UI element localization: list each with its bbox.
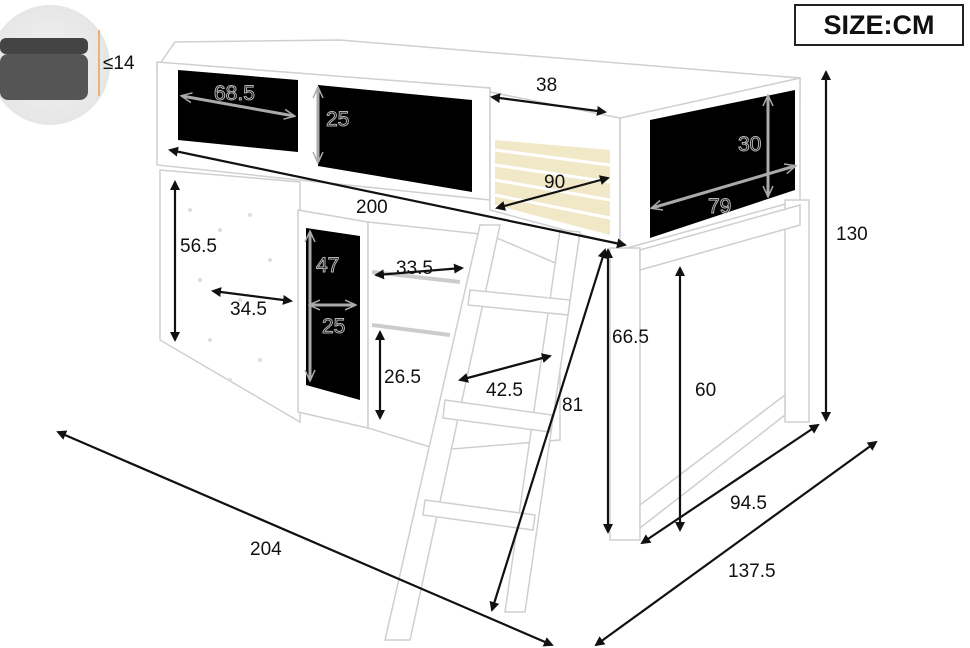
dim-shelf-height: 26.5: [384, 367, 421, 388]
dim-cabinet-height: 56.5: [180, 236, 217, 257]
dim-cabinet-inner-width: 34.5: [230, 299, 267, 320]
dim-total-width: 137.5: [728, 561, 776, 582]
dim-ladder-length: 81: [562, 395, 583, 416]
mattress-inset: ≤14: [0, 5, 135, 125]
dim-side-panel-width: 79: [708, 195, 731, 218]
dimension-arrows: [56, 70, 878, 647]
dim-under-bed-clearance: 60: [695, 380, 716, 401]
dim-front-panel-height: 25: [326, 108, 349, 131]
dim-total-length: 204: [250, 539, 282, 560]
dim-total-height: 130: [836, 224, 868, 245]
dim-mattress-width: 90: [544, 172, 565, 193]
dim-floor-to-slats: 66.5: [612, 327, 649, 348]
mattress-thickness-label: ≤14: [103, 53, 135, 74]
door-chalkboard: [306, 228, 360, 400]
dim-shelf-depth: 42.5: [486, 380, 523, 401]
dim-inner-width: 94.5: [730, 493, 767, 514]
panel-dimensions: 68.5 25 30 79 47 25: [182, 82, 795, 380]
dim-ladder-opening: 38: [536, 75, 557, 96]
dim-side-panel-height: 30: [738, 133, 761, 156]
dim-mattress-length: 200: [356, 197, 388, 218]
dim-door-panel-height: 47: [316, 254, 339, 277]
dim-front-panel-width: 68.5: [214, 82, 255, 105]
dimension-labels: 38 90 200 130 56.5 33.5 34.5 26.5 42.5 6…: [180, 75, 868, 582]
size-unit-label: SIZE:CM: [794, 4, 964, 46]
dim-door-panel-width: 25: [322, 315, 345, 338]
dim-shelf-width: 33.5: [396, 258, 433, 279]
